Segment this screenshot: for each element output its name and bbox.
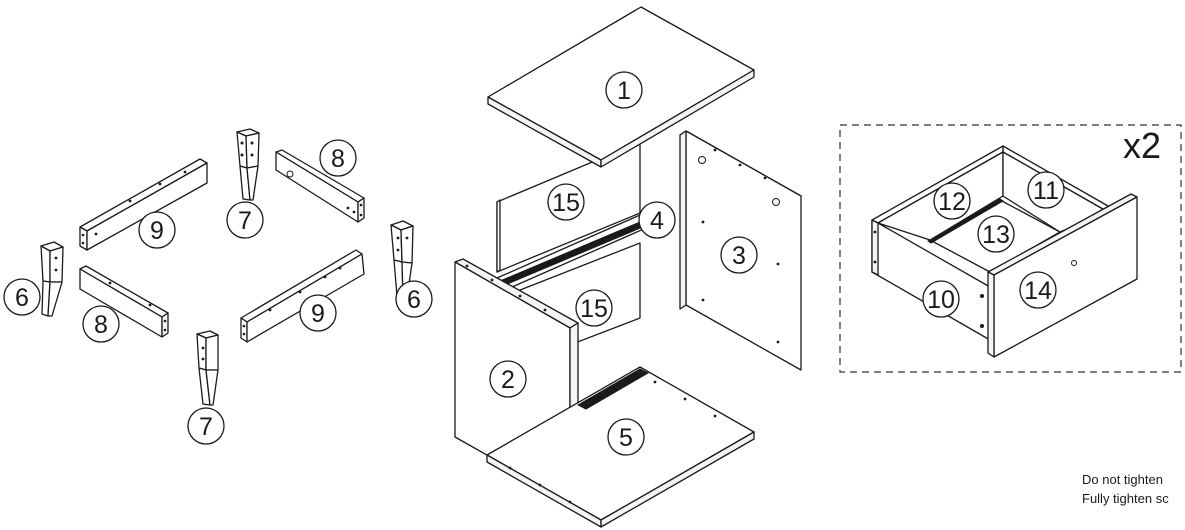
label-bottom-panel: 5 <box>607 418 645 456</box>
svg-text:5: 5 <box>619 424 633 452</box>
svg-text:8: 8 <box>94 311 108 339</box>
svg-text:3: 3 <box>732 242 746 270</box>
label-drawer-side: 12 <box>933 182 971 220</box>
note-line-1: Do not tighten <box>1082 472 1163 487</box>
svg-text:7: 7 <box>199 413 213 441</box>
rail-lower <box>79 265 169 338</box>
label-drawer-front: 14 <box>1019 271 1057 309</box>
label-right-side-panel: 3 <box>720 236 758 274</box>
drawer-assembly <box>871 145 1138 358</box>
leg-left <box>40 241 64 317</box>
svg-text:1: 1 <box>617 77 631 105</box>
label-long-rail-upper: 9 <box>138 211 176 249</box>
label-leg-front: 7 <box>187 407 225 445</box>
svg-text:10: 10 <box>927 286 955 314</box>
svg-text:2: 2 <box>501 366 515 394</box>
label-back-panel-lower: 15 <box>575 289 613 327</box>
label-back-panel-upper: 15 <box>547 183 585 221</box>
long-rail-lower <box>240 249 365 343</box>
svg-text:11: 11 <box>1033 177 1059 205</box>
label-middle-shelf: 4 <box>638 201 676 239</box>
long-rail-upper <box>79 158 208 251</box>
svg-text:7: 7 <box>238 207 252 235</box>
svg-text:6: 6 <box>15 284 29 312</box>
note-line-2: Fully tighten sc <box>1082 491 1169 506</box>
label-leg-right: 6 <box>395 280 433 318</box>
leg-front <box>196 330 219 406</box>
label-drawer-back: 11 <box>1027 171 1065 209</box>
label-left-side-panel: 2 <box>489 360 527 398</box>
rail-upper <box>275 149 365 223</box>
label-rail-upper: 8 <box>319 139 357 177</box>
leg-back <box>236 128 260 201</box>
svg-text:12: 12 <box>938 188 966 216</box>
label-leg-left: 6 <box>3 278 41 316</box>
svg-text:4: 4 <box>650 207 664 235</box>
drawer-quantity-label: x2 <box>1123 125 1161 166</box>
label-drawer-front-side: 10 <box>922 280 960 318</box>
svg-text:15: 15 <box>552 189 580 217</box>
svg-text:15: 15 <box>580 295 608 323</box>
svg-text:9: 9 <box>150 217 164 245</box>
label-top-panel: 1 <box>605 71 643 109</box>
svg-text:14: 14 <box>1024 277 1052 305</box>
svg-text:9: 9 <box>311 300 325 328</box>
svg-text:13: 13 <box>982 221 1010 249</box>
label-long-rail-lower: 9 <box>299 294 337 332</box>
label-leg-back: 7 <box>226 201 264 239</box>
label-rail-lower: 8 <box>82 305 120 343</box>
label-drawer-bottom: 13 <box>977 215 1015 253</box>
drawer-detail-box <box>839 124 1182 373</box>
svg-text:8: 8 <box>331 145 345 173</box>
svg-text:6: 6 <box>407 286 421 314</box>
